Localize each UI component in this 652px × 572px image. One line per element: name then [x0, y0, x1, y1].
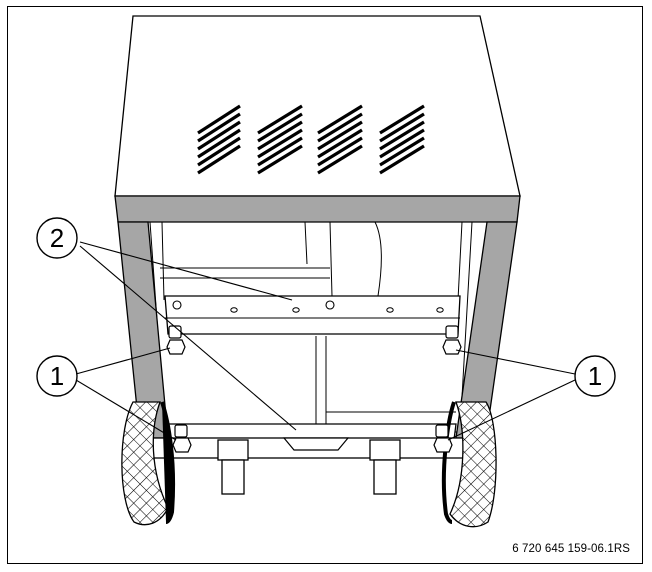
cabinet-top: [114, 15, 521, 197]
vent-slot-group-2: [257, 104, 303, 175]
upper-crossbar: [164, 295, 461, 335]
left-caster-stem: [221, 459, 245, 495]
right-wheel: [441, 401, 497, 528]
bolt-upper-right: [442, 325, 462, 355]
leader-1-left-upper: [75, 347, 171, 375]
vent-slot-group-4: [379, 104, 425, 175]
bolt-lower-right: [433, 424, 453, 453]
left-wheel: [121, 401, 176, 526]
mounting-hole: [436, 307, 444, 313]
callout-1-left-label: 1: [50, 361, 64, 391]
right-caster-mount: [369, 439, 401, 461]
callout-1-right: 1: [574, 355, 616, 397]
mounting-hole: [386, 307, 394, 313]
wheels: [121, 401, 497, 528]
vent-slot-group-3: [317, 104, 363, 175]
leader-lines: [75, 241, 576, 441]
callout-2-label: 2: [50, 223, 64, 253]
bolt-lower-left: [172, 424, 192, 453]
front-frame: [114, 195, 521, 439]
callout-1-right-label: 1: [588, 361, 602, 391]
leader-2-upper: [79, 241, 293, 301]
mounting-hole: [230, 307, 238, 313]
right-caster-stem: [373, 459, 397, 495]
bolt-head: [172, 300, 182, 310]
callout-2: 2: [36, 217, 78, 259]
figure-reference-code: 6 720 645 159-06.1RS: [512, 543, 630, 555]
left-caster-mount: [217, 439, 249, 461]
lower-crossbar: [149, 423, 471, 459]
casters: [217, 439, 401, 495]
mounting-hole: [292, 307, 300, 313]
bolt-head: [325, 300, 335, 310]
leader-2-lower: [79, 245, 297, 431]
vent-slot-group-1: [197, 104, 241, 175]
callout-1-left: 1: [36, 355, 78, 397]
leader-1-right-lower: [447, 379, 576, 441]
vent-grille: [197, 104, 425, 175]
leader-1-right-upper: [455, 349, 576, 375]
leader-1-left-lower: [75, 379, 177, 441]
